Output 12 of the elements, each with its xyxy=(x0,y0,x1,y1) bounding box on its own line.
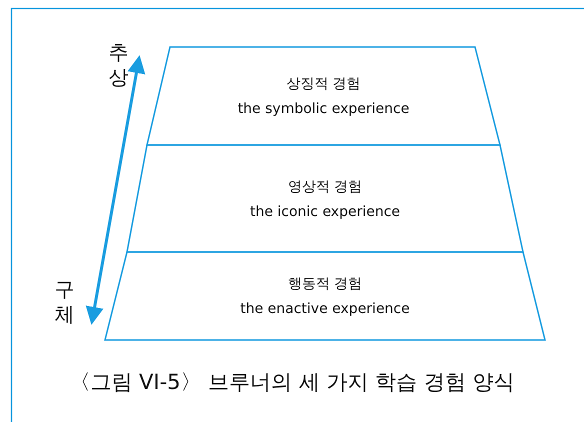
pyramid-band xyxy=(105,252,545,340)
band-title: 영상적 경험 xyxy=(288,178,362,196)
pyramid-band xyxy=(147,47,500,145)
axis-label: 구체 xyxy=(54,277,75,327)
pyramid-band xyxy=(127,145,523,252)
band-subtitle: the symbolic experience xyxy=(238,101,410,117)
band-title: 행동적 경험 xyxy=(288,275,362,293)
axis-label: 추상 xyxy=(108,40,129,90)
figure-caption: 〈그림 VI-5〉 브루너의 세 가지 학습 경험 양식 xyxy=(68,369,516,396)
band-subtitle: the iconic experience xyxy=(250,204,400,220)
band-title: 상징적 경험 xyxy=(286,75,361,93)
band-subtitle: the enactive experience xyxy=(240,301,410,317)
